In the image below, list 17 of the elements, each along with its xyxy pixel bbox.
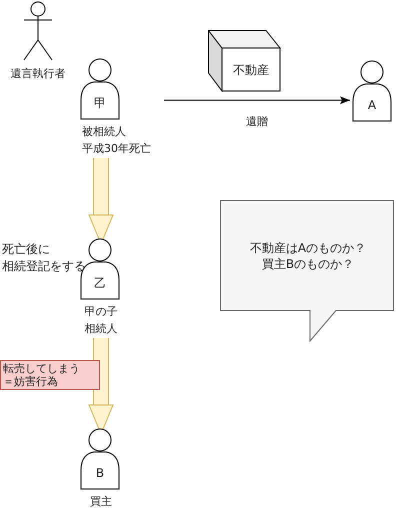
- bubble-text: 不動産はAのものか？: [248, 240, 368, 256]
- side-note: 死亡後に: [2, 241, 50, 258]
- person-label: 乙: [93, 275, 107, 291]
- person-label: A: [366, 97, 378, 113]
- person-caption: 甲の子: [84, 304, 118, 320]
- cube-label: 不動産: [232, 62, 270, 78]
- side-note: 相続登記をする: [2, 258, 86, 275]
- note-box: 転売してしまう ＝妨害行為: [0, 360, 100, 390]
- person-caption: 買主: [89, 494, 113, 510]
- person-caption: 被相続人: [82, 124, 127, 140]
- person-caption: 平成30年死亡: [82, 141, 152, 157]
- edge-label: 遺贈: [245, 114, 269, 130]
- person-caption: 相続人: [84, 321, 118, 337]
- bubble-text: 買主Bのものか？: [260, 256, 356, 272]
- figure-label: 遺言執行者: [10, 66, 66, 82]
- person-label: B: [94, 465, 106, 481]
- person-label: 甲: [93, 95, 107, 111]
